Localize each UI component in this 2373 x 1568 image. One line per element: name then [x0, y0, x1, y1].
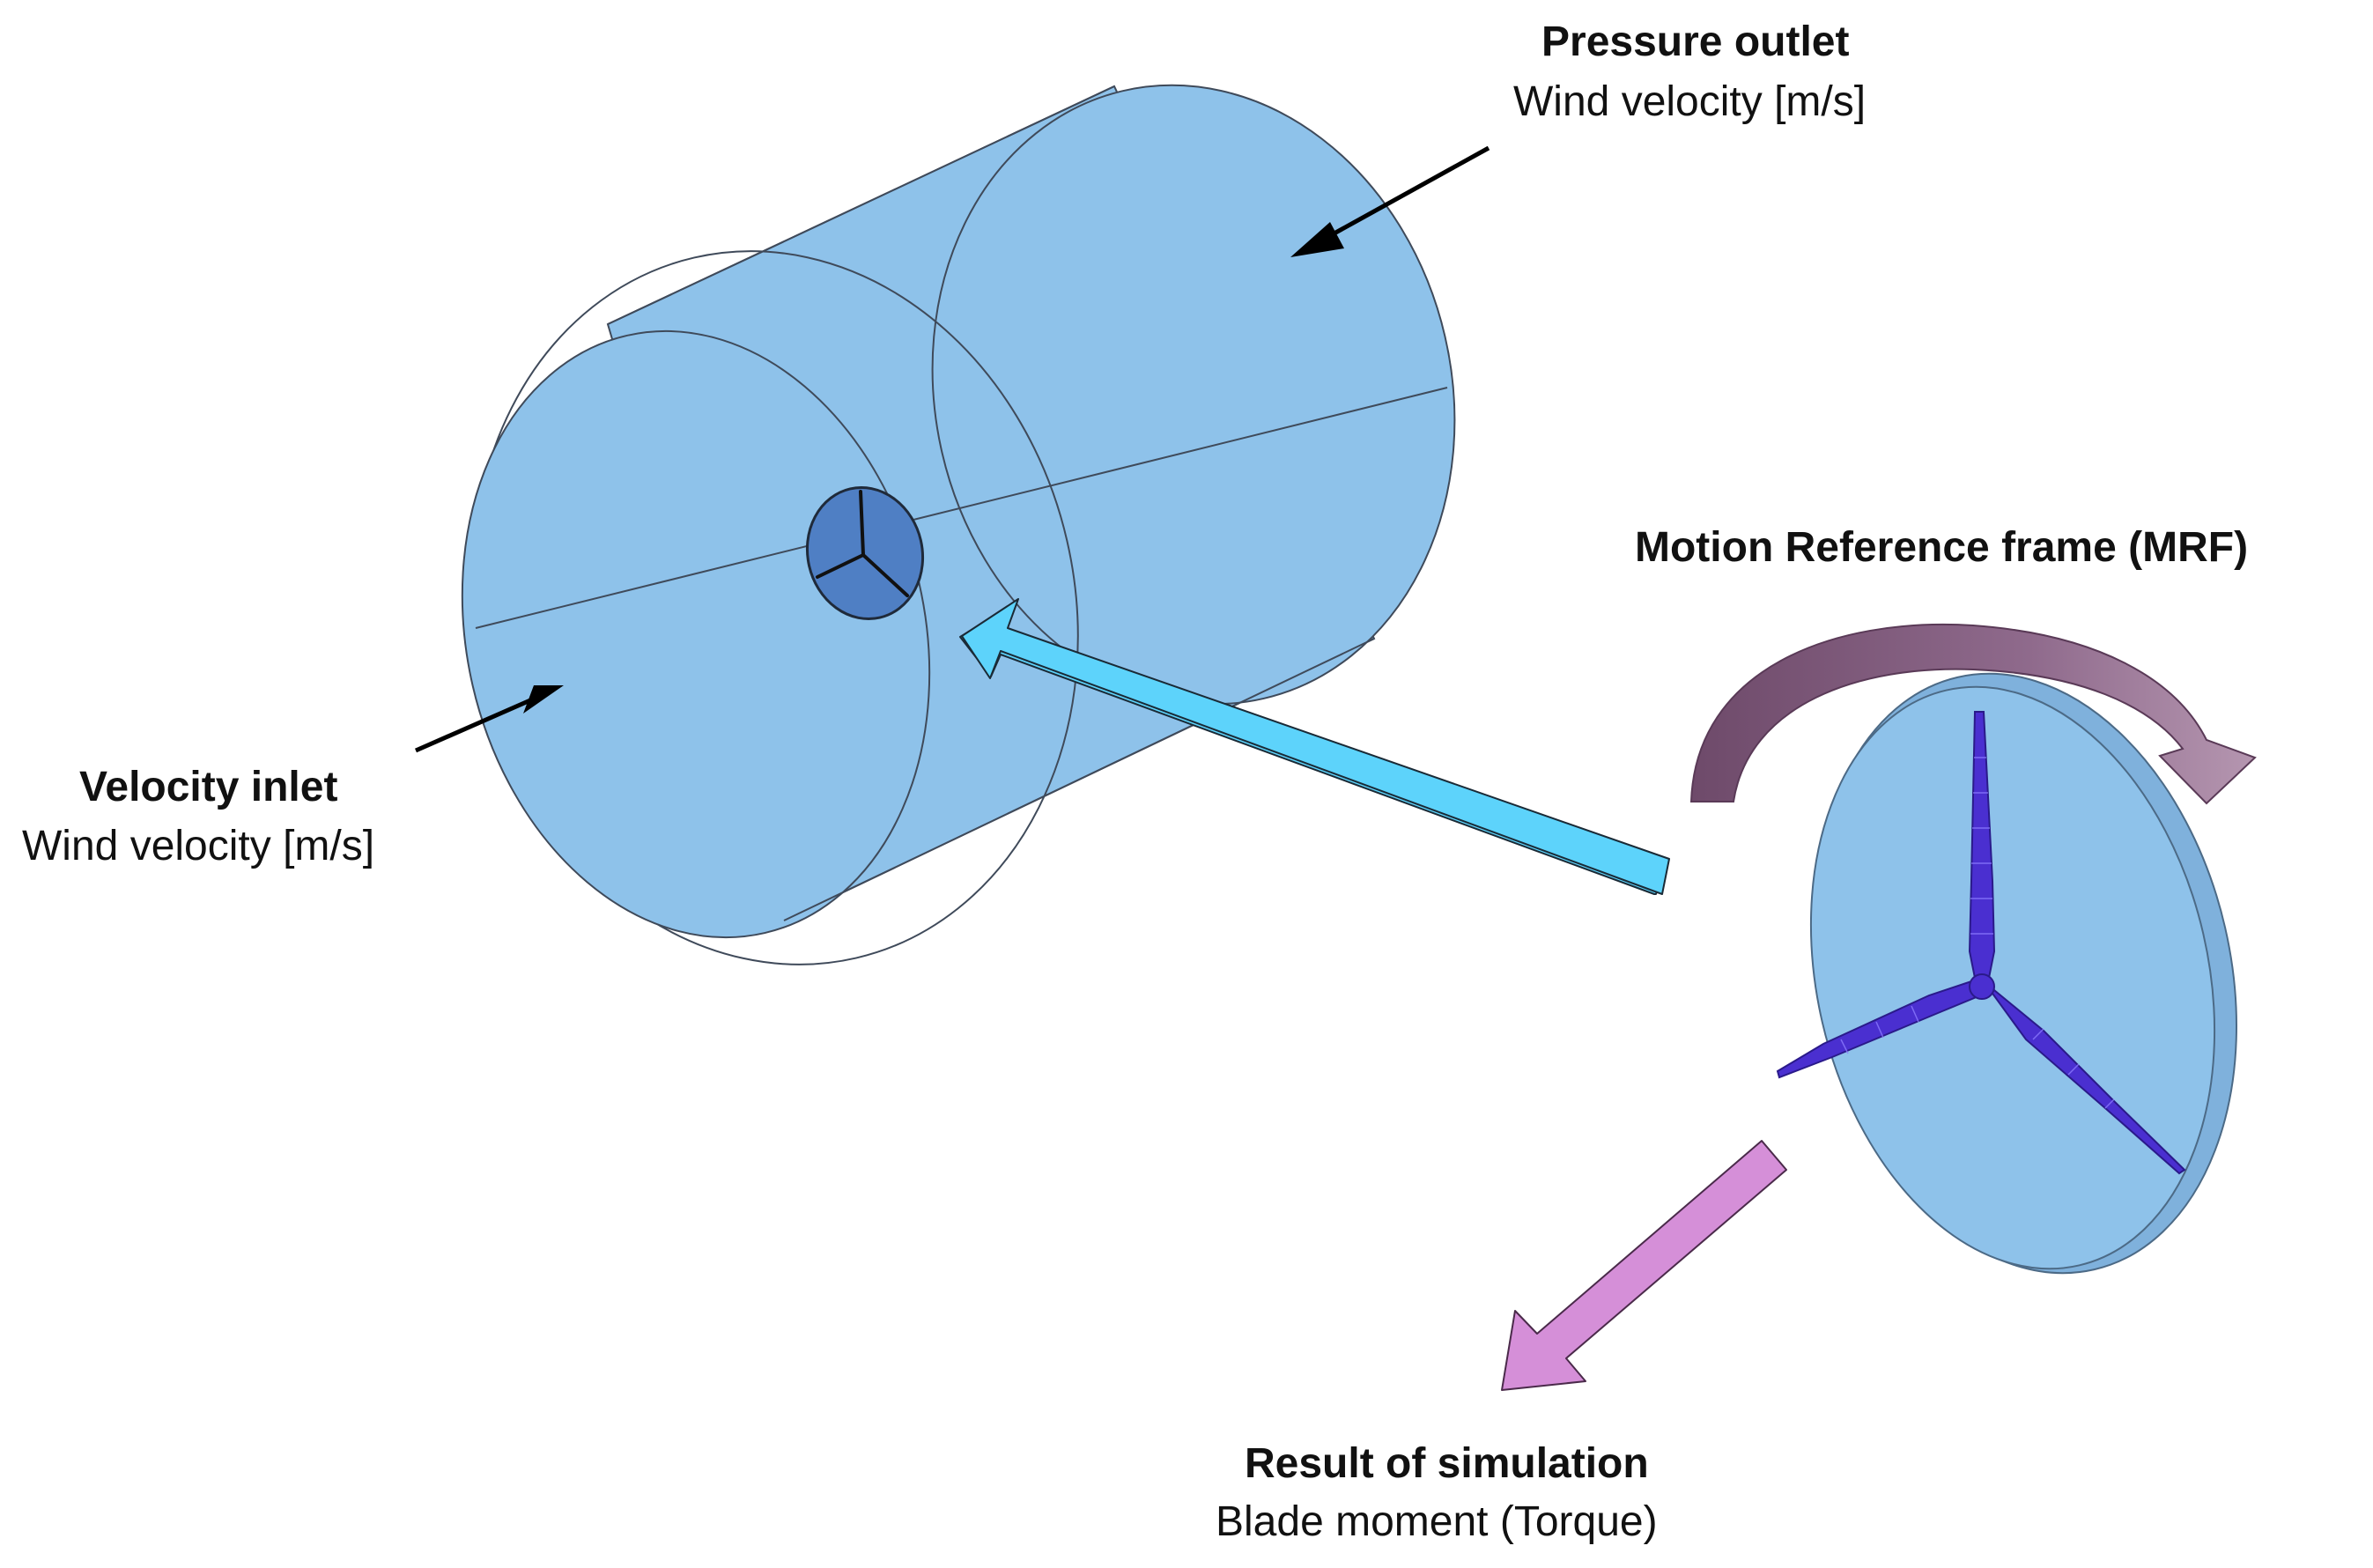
pressure-outlet-title: Pressure outlet	[1541, 18, 1850, 65]
velocity-inlet-subtitle: Wind velocity [m/s]	[22, 823, 375, 869]
body-line	[783, 638, 1375, 921]
block-arrow-icon	[961, 598, 1670, 895]
velocity-inlet-title: Velocity inlet	[79, 764, 338, 810]
result-title: Result of simulation	[1245, 1440, 1649, 1487]
blade-mesh-lines	[1840, 757, 2115, 1109]
inlet-callout-arrow	[414, 685, 564, 753]
arrow-icon	[1290, 222, 1344, 257]
turbine-blades-icon	[1776, 711, 2186, 1175]
mrf-title: Motion Reference frame (MRF)	[1635, 524, 2249, 571]
result-block-arrow-icon	[1501, 1140, 1787, 1391]
body-line	[475, 387, 1448, 629]
pressure-outlet-subtitle: Wind velocity [m/s]	[1513, 78, 1867, 125]
blade-hub	[1969, 973, 1995, 1000]
curved-arrow-icon	[1689, 624, 2257, 805]
blade-left	[1776, 978, 1991, 1079]
body-line	[607, 85, 1115, 325]
arrow-icon	[523, 685, 564, 714]
outlet-callout-arrow	[1290, 145, 1490, 257]
mrf-disc	[1776, 672, 2238, 1275]
computational-domain	[461, 84, 1456, 965]
mrf-disc-face	[1809, 685, 2216, 1270]
mini-blades-icon	[816, 490, 909, 597]
result-subtitle: Blade moment (Torque)	[1216, 1498, 1658, 1545]
rotor-region-hub	[805, 485, 925, 621]
blade-right	[1983, 980, 2186, 1175]
